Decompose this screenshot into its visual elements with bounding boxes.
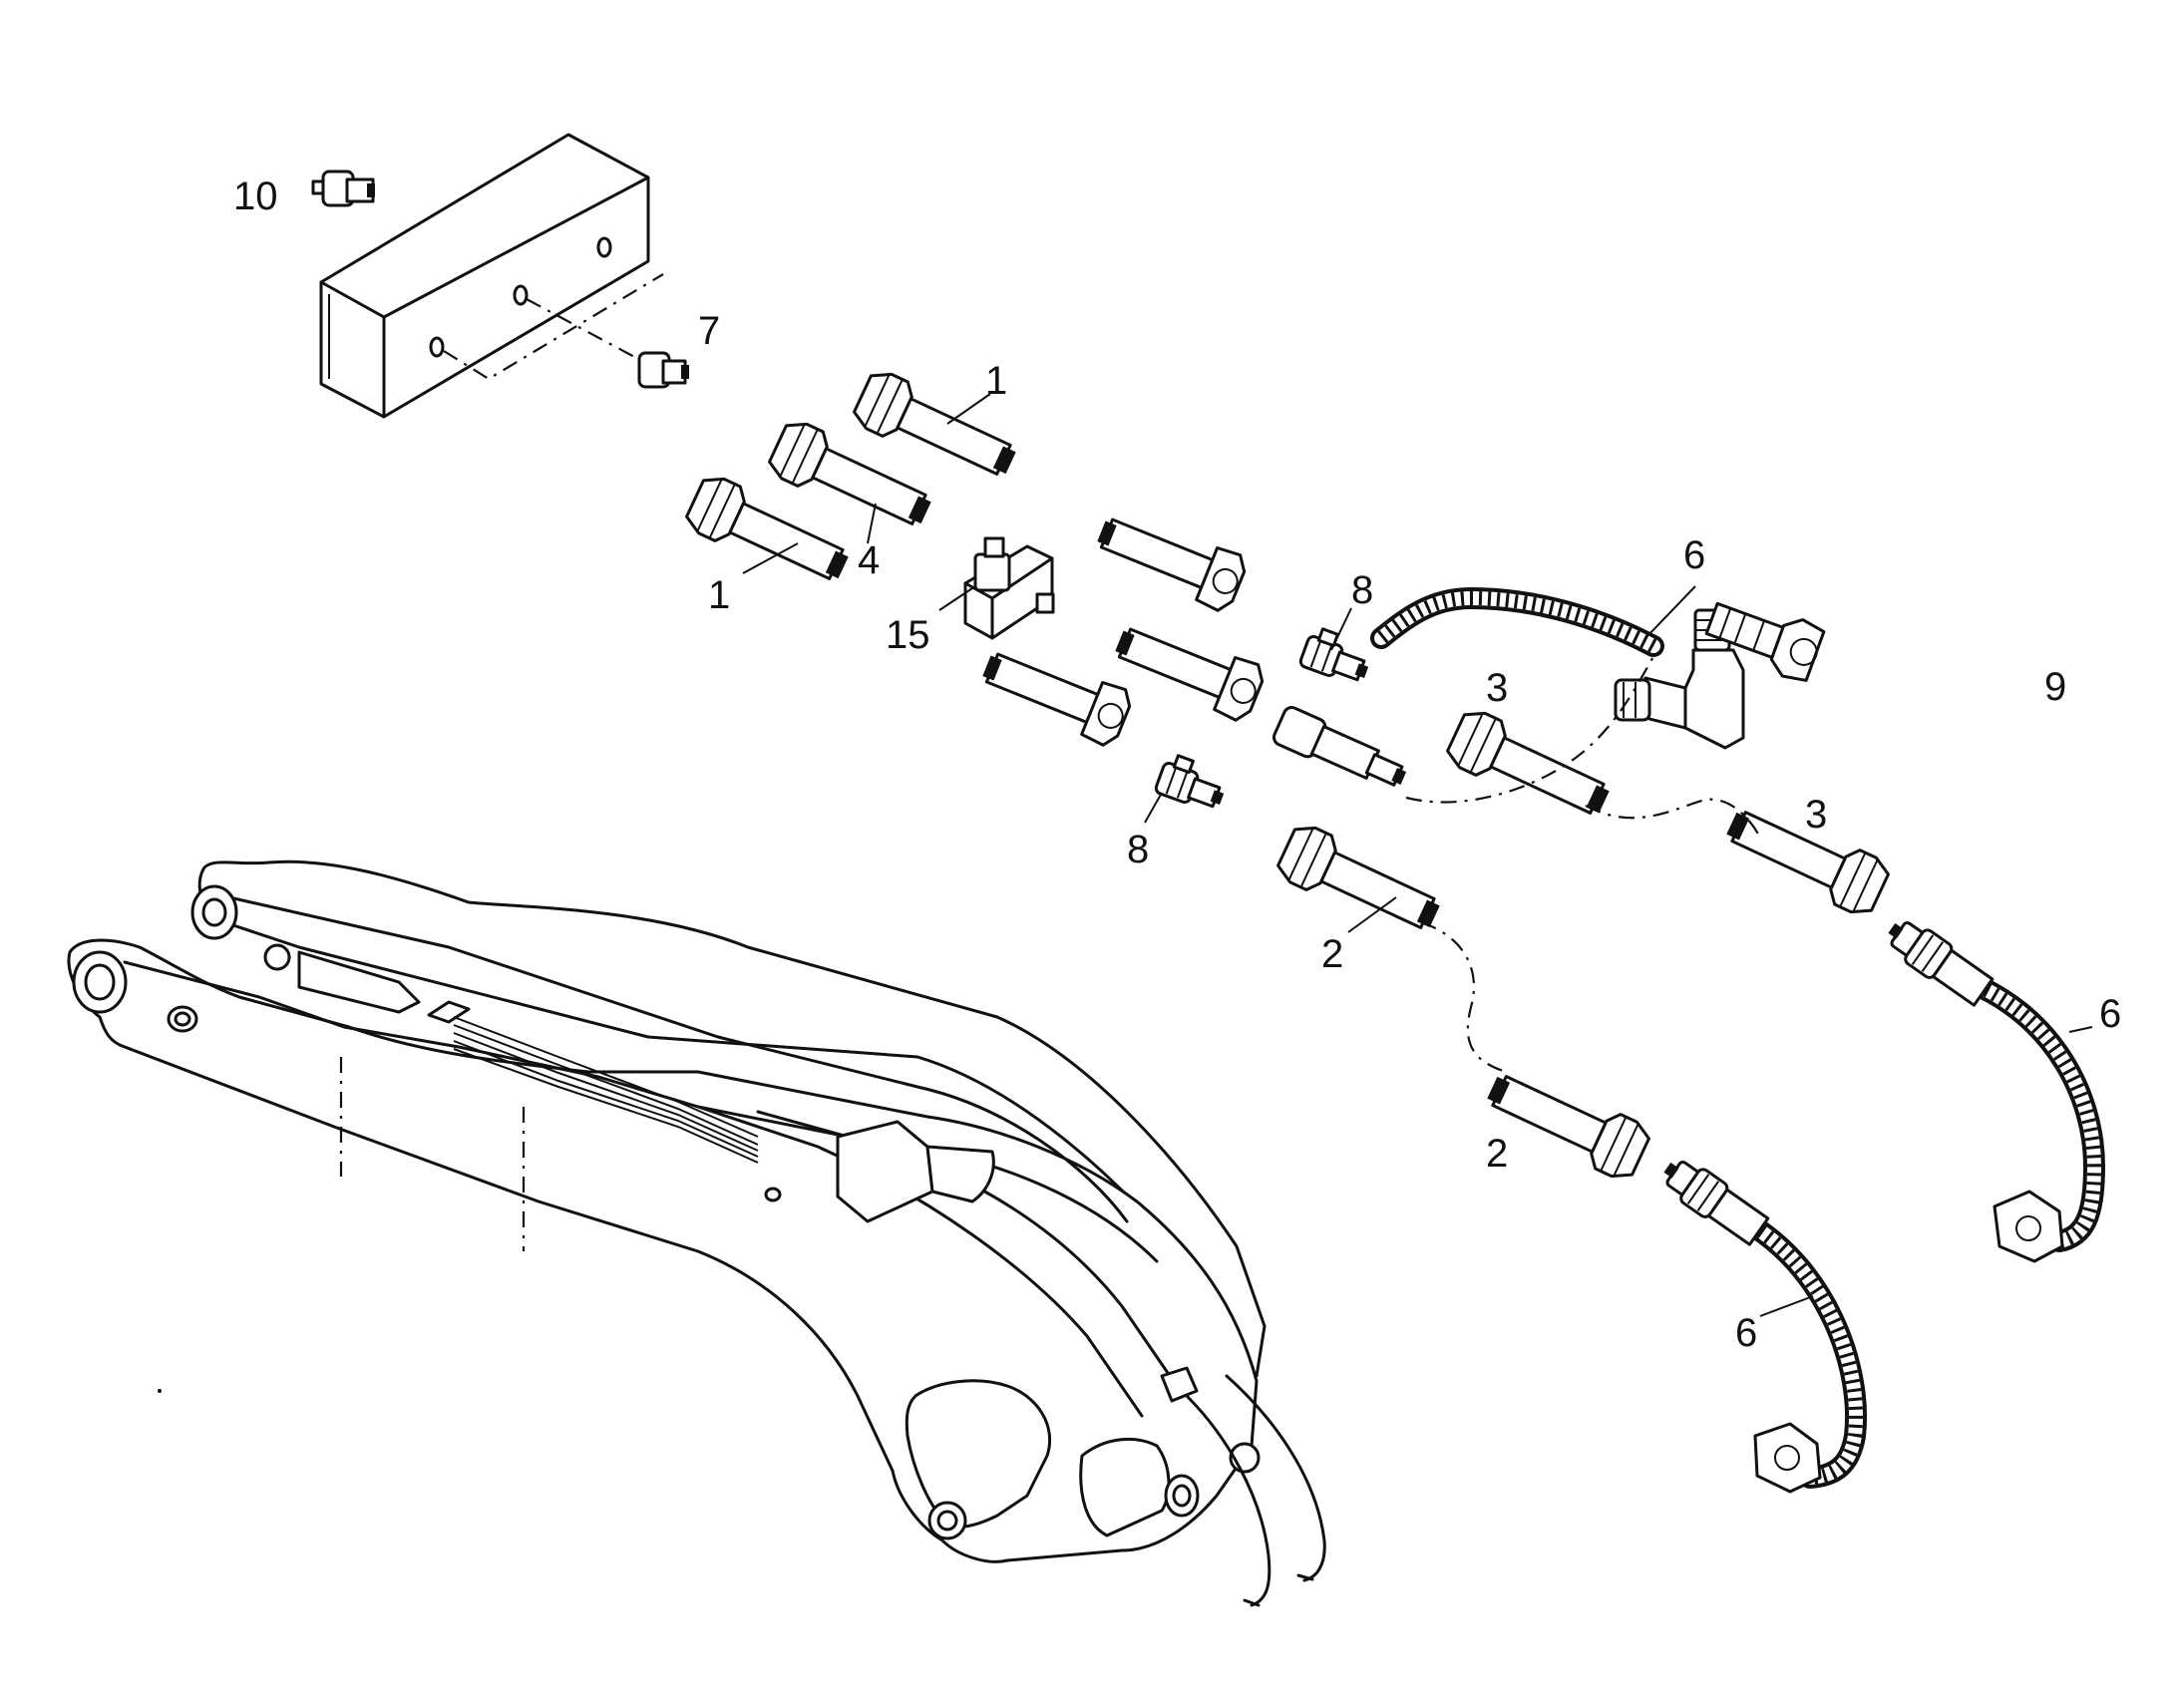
part-3-fitting-upper: [1441, 704, 1619, 831]
callout-4: 4: [858, 538, 880, 582]
callout-3-upper: 3: [1486, 666, 1508, 710]
callout-3-lower: 3: [1805, 793, 1827, 837]
callout-6-bottom: 6: [1735, 1311, 1757, 1355]
capped-fitting-top: [1088, 502, 1252, 616]
callout-8-upper: 8: [1351, 568, 1373, 612]
boom-arm: [67, 859, 1326, 1607]
part-15-fitting-block: [963, 536, 1055, 640]
callout-2-lower: 2: [1486, 1132, 1508, 1176]
part-10-plug: [311, 170, 375, 207]
valve-block: [319, 133, 650, 419]
part-6-hose-top: [1370, 586, 1826, 682]
stray-dot: [158, 1389, 162, 1393]
leader-manifold: [443, 273, 664, 381]
route-3-to-hose: [1405, 652, 1656, 804]
callout-2-upper: 2: [1321, 932, 1343, 976]
callout-6-right: 6: [2099, 992, 2121, 1036]
part-7-plug: [637, 351, 689, 389]
callout-1-lower: 1: [708, 573, 730, 617]
part-2-fitting-upper: [1272, 819, 1449, 945]
callout-8-lower: 8: [1127, 828, 1149, 871]
capped-fitting-lower: [973, 636, 1137, 751]
route-2-to-2: [1420, 920, 1507, 1074]
part-8-adaptor-lower: [1153, 750, 1233, 816]
part-6-hose-bottom: [1663, 1161, 1867, 1494]
callout-7: 7: [698, 309, 720, 353]
leader-port: [526, 298, 639, 360]
callout-15: 15: [886, 613, 930, 657]
part-6-hose-right: [1888, 921, 2106, 1263]
callout-leaders: [742, 393, 2093, 1317]
part-8-adaptor-upper: [1297, 623, 1377, 689]
part-3-adaptor-long: [1272, 706, 1407, 787]
capped-fitting-middle: [1106, 611, 1270, 726]
callout-6-top: 6: [1683, 533, 1705, 577]
callout-10: 10: [233, 174, 278, 218]
callout-9: 9: [2044, 665, 2066, 709]
callout-1-upper: 1: [985, 359, 1007, 403]
route-3-to-3: [1585, 798, 1761, 839]
